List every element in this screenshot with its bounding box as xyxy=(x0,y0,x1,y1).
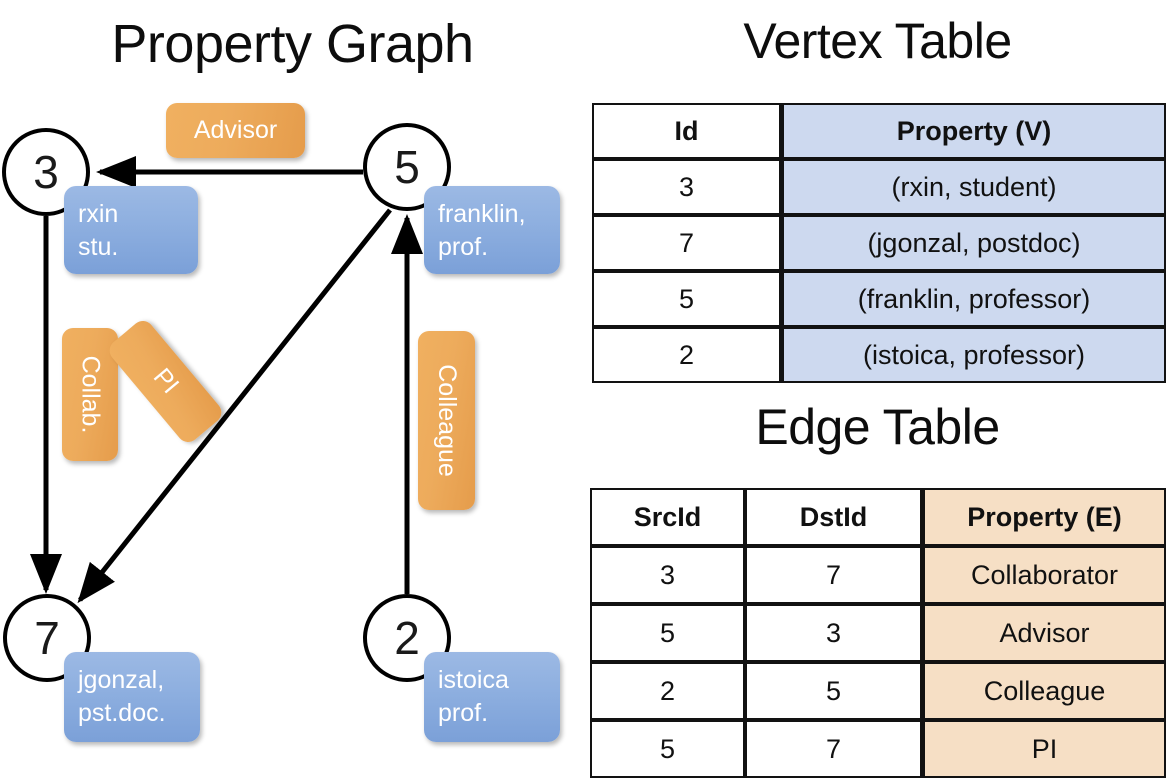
edge-row-2-property: Colleague xyxy=(923,662,1166,720)
edge-row-0-property: Collaborator xyxy=(923,546,1166,604)
page-title-edge-table: Edge Table xyxy=(755,399,1000,455)
vertex-row-1-id: 7 xyxy=(592,215,782,271)
page-title-property-graph: Property Graph xyxy=(111,14,474,74)
vertex-table: Id Property (V) 3 (rxin, student) 7 (jgo… xyxy=(592,103,1166,383)
node-property-box-7-line2: pst.doc. xyxy=(78,699,166,727)
node-property-box-2-line1: istoica xyxy=(438,666,509,694)
edge-pi-5-to-7 xyxy=(77,208,392,604)
graph-node-3-label: 3 xyxy=(33,146,59,198)
node-property-box-5-line2: prof. xyxy=(438,233,489,261)
table-row: 5 3 Advisor xyxy=(590,604,1166,662)
edge-row-0-src: 3 xyxy=(590,546,745,604)
graph-node-5[interactable]: 5 xyxy=(363,123,451,211)
vertex-table-header-property: Property (V) xyxy=(782,103,1166,159)
graph-node-2-label: 2 xyxy=(394,612,420,664)
edge-row-3-property: PI xyxy=(923,720,1166,778)
vertex-row-1-property: (jgonzal, postdoc) xyxy=(782,215,1166,271)
edge-label-badge-collab-text: Collab. xyxy=(76,355,105,434)
edge-label-badge-advisor-text: Advisor xyxy=(193,116,278,144)
edge-table: SrcId DstId Property (E) 3 7 Collaborato… xyxy=(590,488,1166,778)
edge-row-2-dst: 5 xyxy=(745,662,923,720)
graph-node-2[interactable]: 2 xyxy=(363,594,451,682)
node-property-box-5-line1: franklin, xyxy=(438,200,526,228)
edge-row-1-property: Advisor xyxy=(923,604,1166,662)
node-property-box-3-line1: rxin xyxy=(78,200,119,228)
graph-node-5-label: 5 xyxy=(394,141,420,193)
edge-label-badge-colleague: Colleague xyxy=(418,331,475,510)
edge-label-badge-colleague-text: Colleague xyxy=(433,364,461,477)
table-row: 5 7 PI xyxy=(590,720,1166,778)
node-property-box-7: jgonzal, pst.doc. xyxy=(64,652,200,742)
property-graph-panel: Property Graph 3 5 7 2 rxin stu. frankli… xyxy=(0,0,585,760)
node-property-box-5: franklin, prof. xyxy=(424,186,560,274)
node-property-box-2-line2: prof. xyxy=(438,699,489,727)
vertex-row-3-id: 2 xyxy=(592,327,782,383)
graph-node-7-label: 7 xyxy=(34,612,60,664)
edge-row-1-src: 5 xyxy=(590,604,745,662)
edge-label-badge-pi-text: PI xyxy=(147,363,185,400)
edge-label-badge-advisor: Advisor xyxy=(166,103,305,158)
edge-row-1-dst: 3 xyxy=(745,604,923,662)
vertex-table-header-id: Id xyxy=(592,103,782,159)
table-row: 2 (istoica, professor) xyxy=(592,327,1166,383)
edge-row-2-src: 2 xyxy=(590,662,745,720)
node-property-box-2: istoica prof. xyxy=(424,652,560,742)
table-row: 2 5 Colleague xyxy=(590,662,1166,720)
vertex-row-2-id: 5 xyxy=(592,271,782,327)
edge-table-header-property: Property (E) xyxy=(923,488,1166,546)
edge-table-header-row: SrcId DstId Property (E) xyxy=(590,488,1166,546)
edge-row-0-dst: 7 xyxy=(745,546,923,604)
table-row: 7 (jgonzal, postdoc) xyxy=(592,215,1166,271)
node-property-box-3: rxin stu. xyxy=(64,186,198,274)
vertex-row-0-id: 3 xyxy=(592,159,782,215)
vertex-row-0-property: (rxin, student) xyxy=(782,159,1166,215)
vertex-row-3-property: (istoica, professor) xyxy=(782,327,1166,383)
vertex-row-2-property: (franklin, professor) xyxy=(782,271,1166,327)
table-row: 3 (rxin, student) xyxy=(592,159,1166,215)
node-property-box-7-line1: jgonzal, xyxy=(78,666,165,694)
vertex-table-header-row: Id Property (V) xyxy=(592,103,1166,159)
edge-row-3-dst: 7 xyxy=(745,720,923,778)
graph-edges-layer xyxy=(30,156,423,604)
table-row: 3 7 Collaborator xyxy=(590,546,1166,604)
edge-table-header-srcid: SrcId xyxy=(590,488,745,546)
table-row: 5 (franklin, professor) xyxy=(592,271,1166,327)
edge-table-header-dstid: DstId xyxy=(745,488,923,546)
edge-row-3-src: 5 xyxy=(590,720,745,778)
page-title-vertex-table: Vertex Table xyxy=(743,13,1012,69)
node-property-box-3-line2: stu. xyxy=(78,233,119,261)
